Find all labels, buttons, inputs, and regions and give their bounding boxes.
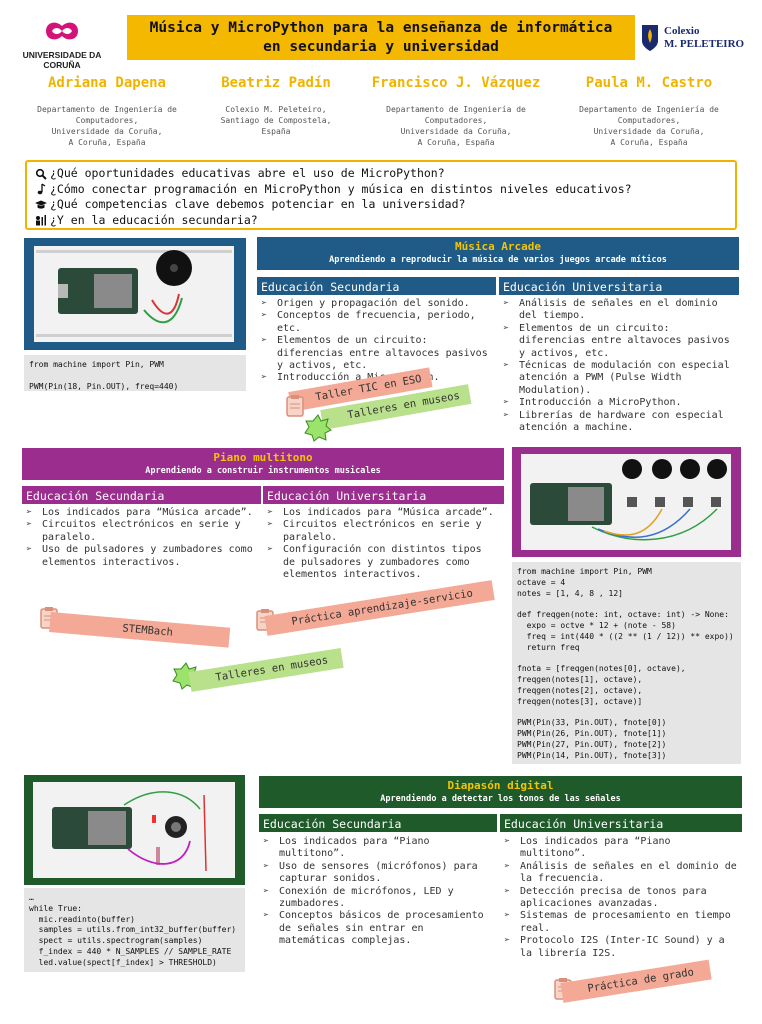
piano-title: Piano multitono xyxy=(213,451,313,464)
arcade-universitaria-list: Análisis de señales en el dominio del ti… xyxy=(499,298,741,434)
author-affiliation: Colexio M. Peleteiro,Santiago de Compost… xyxy=(220,105,332,136)
list-item: Detección precisa de tonos para aplicaci… xyxy=(500,886,740,911)
question-item: ¿Y en la educación secundaria? xyxy=(35,213,727,229)
list-item: Los indicados para “Música arcade”. xyxy=(22,507,258,520)
piano-universitaria-head: Educación Universitaria xyxy=(263,486,504,504)
author-name: Francisco J. Vázquez xyxy=(371,75,541,91)
list-item: Introducción a MicroPython. xyxy=(257,372,489,385)
university-name: UNIVERSIDADE DA CORUÑA xyxy=(22,50,102,70)
university-emblem-icon xyxy=(46,22,78,40)
arcade-secundaria-list: Origen y propagación del sonido. Concept… xyxy=(257,298,489,385)
list-item: Elementos de un circuito: diferencias en… xyxy=(499,323,741,360)
university-logo: UNIVERSIDADE DA CORUÑA xyxy=(22,18,102,70)
list-item: Configuración con distintos tipos de pul… xyxy=(263,544,497,581)
question-item: ¿Qué oportunidades educativas abre el us… xyxy=(35,166,727,182)
author-3: Francisco J. Vázquez Departamento de Ing… xyxy=(360,75,552,148)
author-name: Adriana Dapena xyxy=(47,75,166,91)
arcade-circuit-image xyxy=(24,238,246,350)
list-item: Técnicas de modulación con especial aten… xyxy=(499,360,741,397)
list-item: Los indicados para “Piano multitono”. xyxy=(259,836,493,861)
arcade-code-block: from machine import Pin, PWM PWM(Pin(18,… xyxy=(24,355,246,391)
poster-title: Música y MicroPython para la enseñanza d… xyxy=(127,15,635,60)
question-item: ¿Qué competencias clave debemos potencia… xyxy=(35,197,727,213)
tag-aprendizaje-servicio: Práctica aprendizaje-servicio xyxy=(264,580,495,636)
diapason-secundaria-head: Educación Secundaria xyxy=(259,814,497,832)
students-icon xyxy=(36,215,46,226)
piano-universitaria-list: Los indicados para “Música arcade”. Circ… xyxy=(263,507,497,581)
diapason-universitaria-list: Los indicados para “Piano multitono”. An… xyxy=(500,836,740,960)
diapason-circuit-image xyxy=(24,775,245,885)
tag-practica-grado: Práctica de grado xyxy=(560,959,712,1003)
title-line-2: en secundaria y universidad xyxy=(263,38,499,55)
school-shield-icon xyxy=(642,25,658,51)
diapason-secundaria-list: Los indicados para “Piano multitono”. Us… xyxy=(259,836,493,948)
music-note-icon xyxy=(37,183,46,195)
list-item: Circuitos electrónicos en serie y parale… xyxy=(22,519,258,544)
list-item: Conexión de micrófonos, LED y zumbadores… xyxy=(259,886,493,911)
list-item: Uso de sensores (micrófonos) para captur… xyxy=(259,861,493,886)
badge-star-icon xyxy=(304,414,332,442)
list-item: Los indicados para “Piano multitono”. xyxy=(500,836,740,861)
list-item: Librerías de hardware con especial atenc… xyxy=(499,410,741,435)
author-1: Adriana Dapena Departamento de Ingenierí… xyxy=(22,75,192,148)
school-line-2: M. PELETEIRO xyxy=(664,38,745,50)
tag-talleres-museos: Talleres en museos xyxy=(188,648,344,692)
diapason-subtitle: Aprendiendo a detectar los tonos de las … xyxy=(380,794,621,804)
arcade-secundaria-head: Educación Secundaria xyxy=(257,277,496,295)
questions-box: ¿Qué oportunidades educativas abre el us… xyxy=(25,160,737,230)
author-4: Paula M. Castro Departamento de Ingenier… xyxy=(562,75,736,148)
arcade-title: Música Arcade xyxy=(454,240,542,253)
clipboard-icon xyxy=(286,395,304,417)
list-item: Protocolo I2S (Inter-IC Sound) y a la li… xyxy=(500,935,740,960)
list-item: Elementos de un circuito: diferencias en… xyxy=(257,335,489,372)
arcade-universitaria-head: Educación Universitaria xyxy=(499,277,739,295)
list-item: Conceptos básicos de procesamiento de se… xyxy=(259,910,493,947)
graduation-cap-icon xyxy=(35,200,47,209)
list-item: Uso de pulsadores y zumbadores como elem… xyxy=(22,544,258,569)
piano-code-block: from machine import Pin, PWM octave = 4 … xyxy=(512,562,741,764)
list-item: Análisis de señales en el dominio del ti… xyxy=(499,298,741,323)
tag-stembach: STEMBach xyxy=(49,612,231,648)
piano-header: Piano multitono Aprendiendo a construir … xyxy=(22,448,504,480)
list-item: Análisis de señales en el dominio de la … xyxy=(500,861,740,886)
list-item: Introducción a MicroPython. xyxy=(499,397,741,410)
school-line-1: Colexio xyxy=(664,25,700,37)
list-item: Circuitos electrónicos en serie y parale… xyxy=(263,519,497,544)
diapason-code-block: … while True: mic.readinto(buffer) sampl… xyxy=(24,888,245,972)
list-item: Origen y propagación del sonido. xyxy=(257,298,489,311)
arcade-subtitle: Aprendiendo a reproducir la música de va… xyxy=(329,255,667,265)
piano-secundaria-head: Educación Secundaria xyxy=(22,486,261,504)
list-item: Los indicados para “Música arcade”. xyxy=(263,507,497,520)
author-2: Beatriz Padín Colexio M. Peleteiro,Santi… xyxy=(200,75,352,137)
title-line-1: Música y MicroPython para la enseñanza d… xyxy=(149,19,613,36)
author-name: Paula M. Castro xyxy=(585,75,713,91)
piano-subtitle: Aprendiendo a construir instrumentos mus… xyxy=(145,466,381,476)
school-logo: Colexio M. PELETEIRO xyxy=(640,18,755,58)
piano-circuit-image xyxy=(512,447,741,557)
list-item: Sistemas de procesamiento en tiempo real… xyxy=(500,910,740,935)
diapason-title: Diapasón digital xyxy=(447,779,554,792)
question-item: ¿Cómo conectar programación en MicroPyth… xyxy=(35,182,727,198)
diapason-universitaria-head: Educación Universitaria xyxy=(500,814,742,832)
magnifier-icon xyxy=(35,168,47,180)
arcade-header: Música Arcade Aprendiendo a reproducir l… xyxy=(257,237,739,270)
list-item: Conceptos de frecuencia, periodo, etc. xyxy=(257,310,489,335)
piano-secundaria-list: Los indicados para “Música arcade”. Circ… xyxy=(22,507,258,569)
diapason-header: Diapasón digital Aprendiendo a detectar … xyxy=(259,776,742,808)
author-name: Beatriz Padín xyxy=(221,75,331,91)
